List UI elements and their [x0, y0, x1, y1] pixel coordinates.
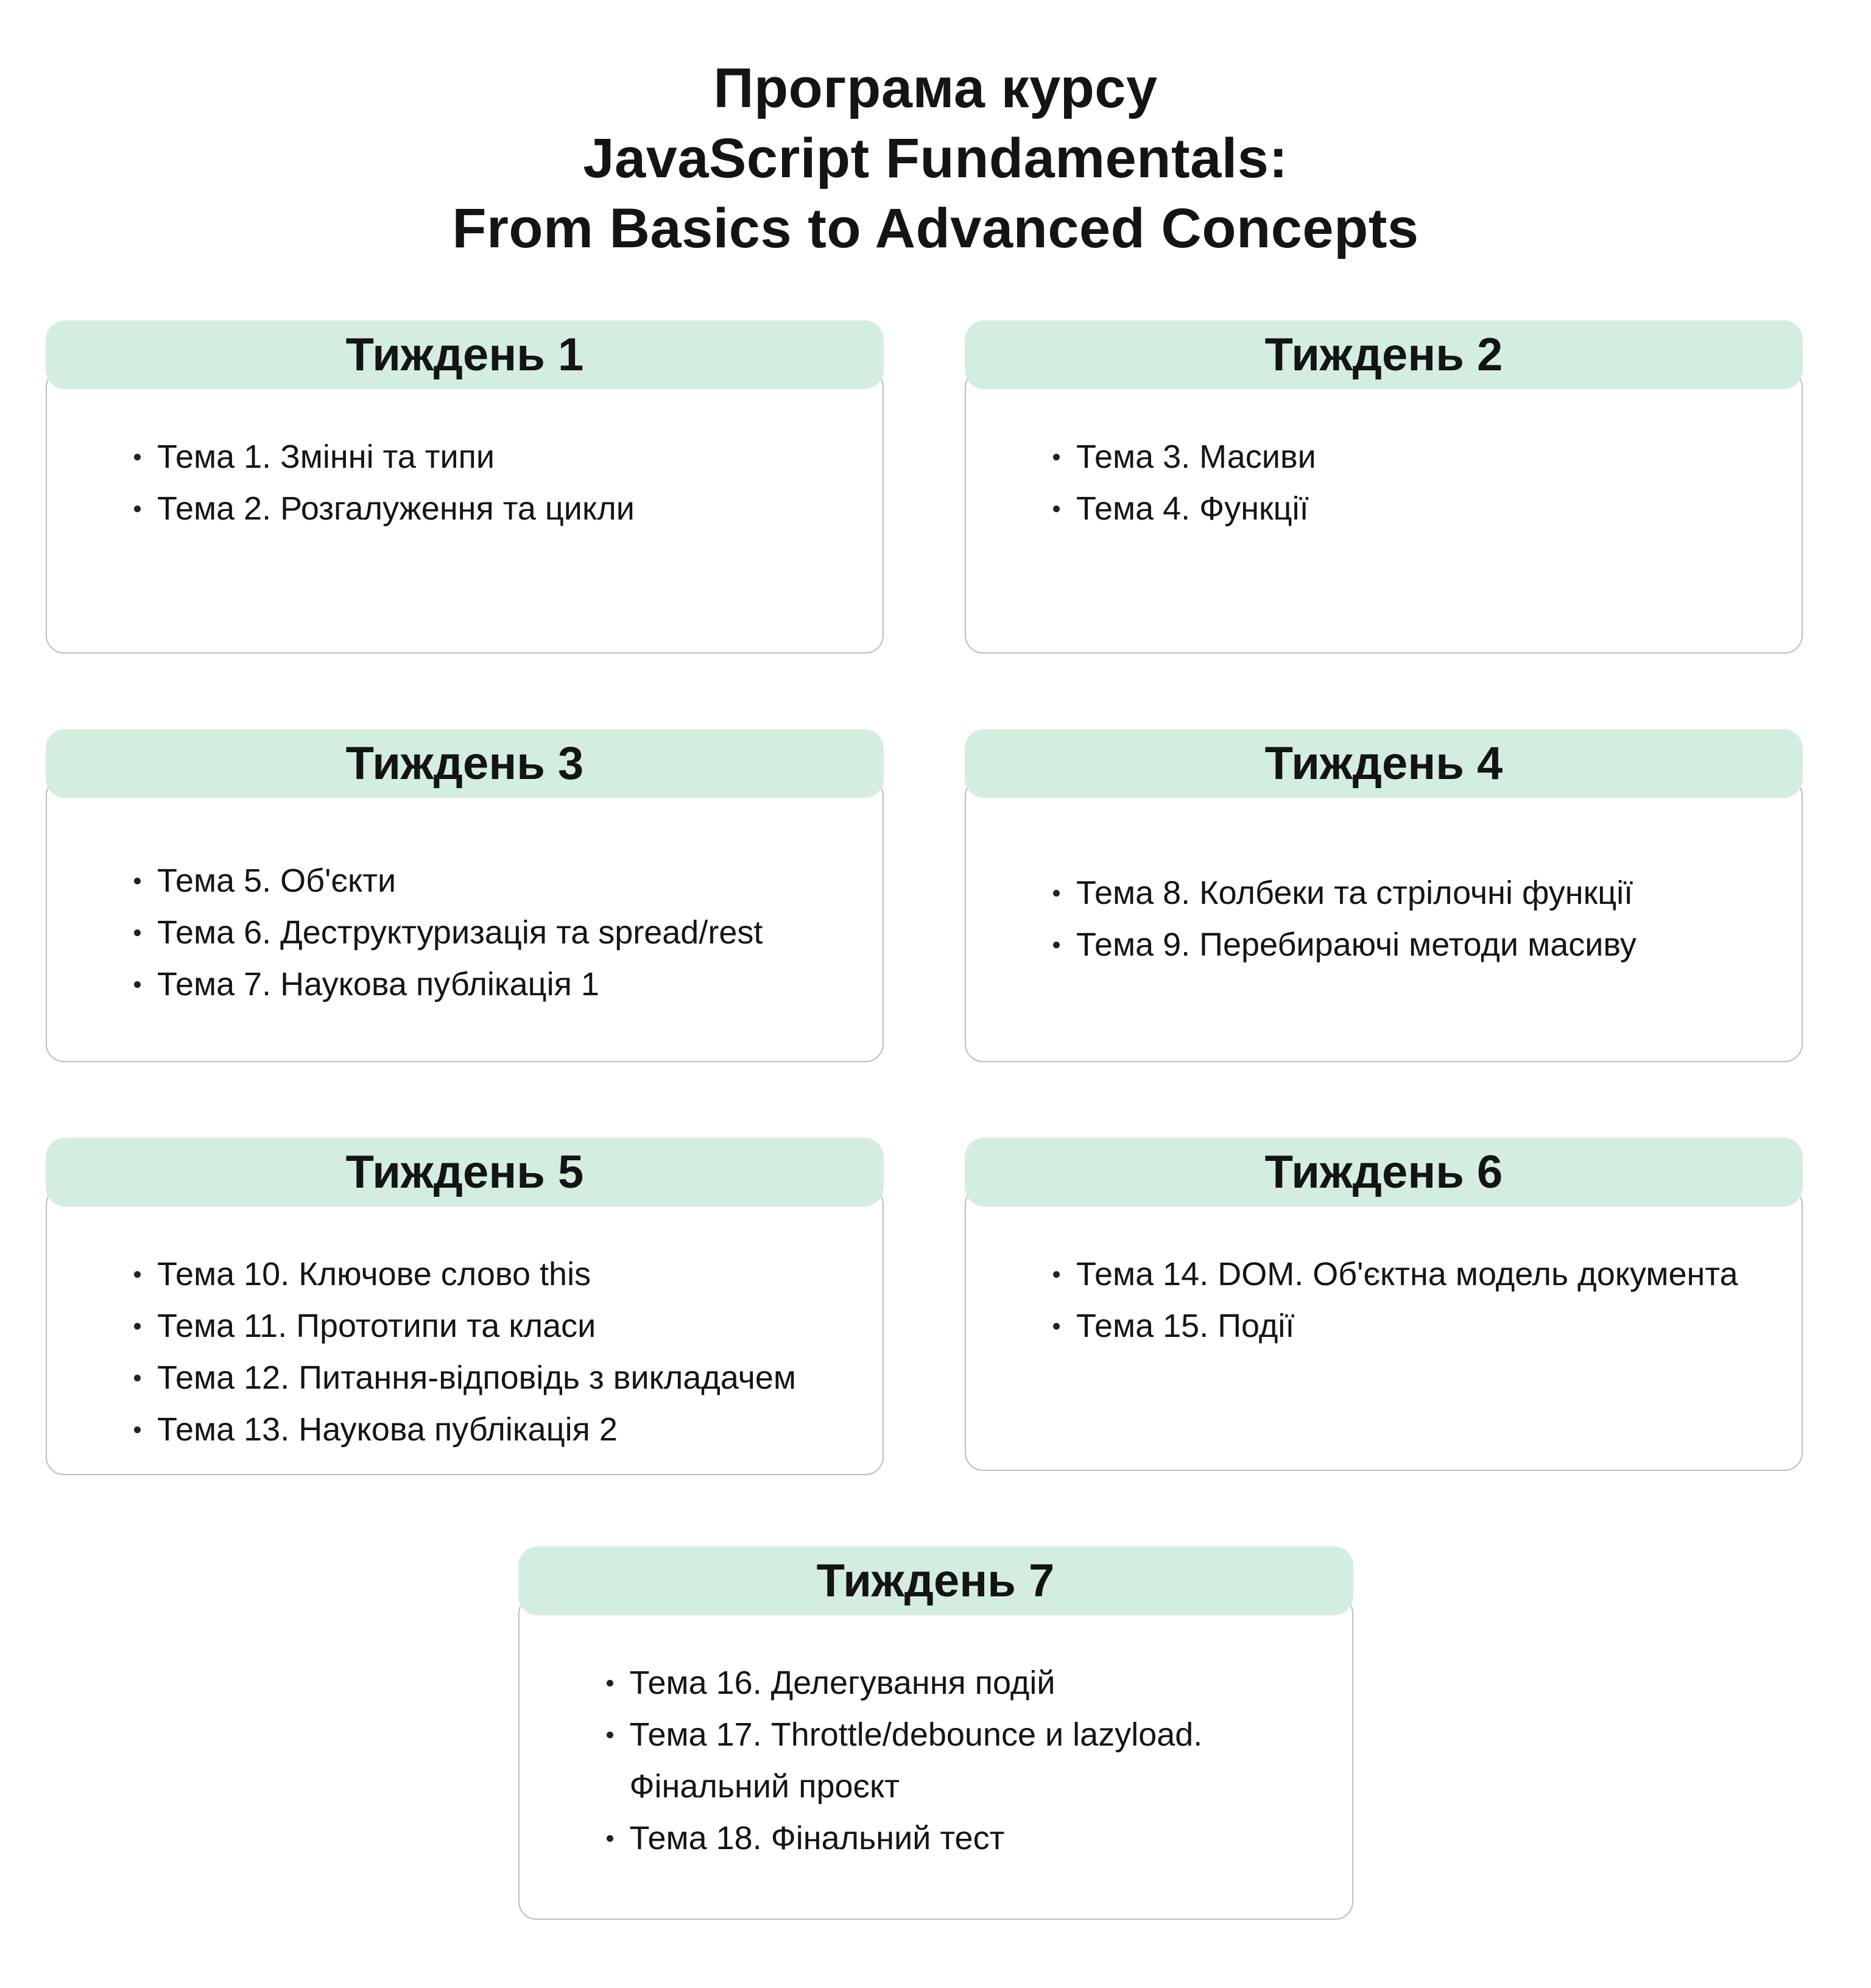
topic-item: Тема 17. Throttle/debounce и lazyload. Ф… — [606, 1709, 1314, 1813]
bullet-icon — [1053, 942, 1060, 948]
week-7-topics: Тема 16. Делегування подій Тема 17. Thro… — [606, 1657, 1314, 1864]
week-5-title: Тиждень 5 — [345, 1146, 584, 1198]
week-5-topics: Тема 10. Ключове слово this Тема 11. Про… — [134, 1249, 845, 1456]
topic-text: Тема 1. Змінні та типи — [157, 439, 495, 475]
page-title-line-2: JavaScript Fundamentals: — [583, 127, 1288, 189]
page-title: Програма курсу JavaScript Fundamentals: … — [0, 54, 1871, 264]
topic-item: Тема 2. Розгалуження та цикли — [134, 483, 845, 535]
weeks-grid: Тиждень 1 Тема 1. Змінні та типи Тема 2.… — [46, 320, 1803, 1475]
week-3-topics: Тема 5. Об'єкти Тема 6. Деструктуризація… — [134, 855, 845, 1010]
bullet-icon — [1053, 506, 1060, 512]
topic-text: Тема 2. Розгалуження та цикли — [157, 490, 635, 527]
topic-text: Тема 6. Деструктуризація та spread/rest — [157, 914, 763, 951]
week-4-title: Тиждень 4 — [1264, 738, 1503, 789]
week-7-title: Тиждень 7 — [816, 1555, 1055, 1607]
topic-text: Тема 14. DOM. Об'єктна модель документа — [1076, 1256, 1738, 1292]
week-6-header: Тиждень 6 — [965, 1138, 1803, 1207]
week-2-card: Тиждень 2 Тема 3. Масиви Тема 4. Функції — [965, 320, 1803, 654]
topic-item: Тема 9. Перебираючі методи масиву — [1053, 919, 1764, 971]
topic-item: Тема 6. Деструктуризація та spread/rest — [134, 907, 845, 959]
week-1-body: Тема 1. Змінні та типи Тема 2. Розгалуже… — [46, 369, 884, 654]
week-3-body: Тема 5. Об'єкти Тема 6. Деструктуризація… — [46, 778, 884, 1062]
topic-text: Тема 17. Throttle/debounce и lazyload. Ф… — [629, 1716, 1203, 1805]
bullet-icon — [134, 1426, 141, 1433]
bullet-icon — [134, 929, 141, 936]
bullet-icon — [606, 1680, 613, 1687]
bottom-row: Тиждень 7 Тема 16. Делегування подій Тем… — [0, 1546, 1871, 1920]
topic-item: Тема 16. Делегування подій — [606, 1657, 1314, 1709]
page-title-line-3: From Basics to Advanced Concepts — [452, 197, 1419, 259]
topic-item: Тема 14. DOM. Об'єктна модель документа — [1053, 1249, 1764, 1300]
week-2-title: Тиждень 2 — [1264, 329, 1503, 381]
bullet-icon — [134, 506, 141, 512]
bullet-icon — [1053, 890, 1060, 897]
topic-text: Тема 12. Питання-відповідь з викладачем — [157, 1359, 797, 1396]
topic-item: Тема 15. Події — [1053, 1300, 1764, 1352]
topic-text: Тема 3. Масиви — [1076, 439, 1316, 475]
bullet-icon — [134, 1323, 141, 1330]
week-2-body: Тема 3. Масиви Тема 4. Функції — [965, 369, 1803, 654]
week-3-card: Тиждень 3 Тема 5. Об'єкти Тема 6. Дестру… — [46, 729, 884, 1062]
week-1-title: Тиждень 1 — [345, 329, 584, 381]
topic-text: Тема 16. Делегування подій — [629, 1665, 1055, 1701]
bullet-icon — [134, 1271, 141, 1278]
bullet-icon — [1053, 454, 1060, 460]
week-3-header: Тиждень 3 — [46, 729, 884, 798]
topic-text: Тема 4. Функції — [1076, 490, 1309, 527]
week-6-title: Тиждень 6 — [1264, 1146, 1503, 1198]
week-4-body: Тема 8. Колбеки та стрілочні функції Тем… — [965, 778, 1803, 1062]
bullet-icon — [1053, 1323, 1060, 1330]
week-7-header: Тиждень 7 — [518, 1546, 1353, 1615]
topic-text: Тема 11. Прототипи та класи — [157, 1308, 596, 1344]
topic-item: Тема 8. Колбеки та стрілочні функції — [1053, 867, 1764, 919]
week-5-body: Тема 10. Ключове слово this Тема 11. Про… — [46, 1186, 884, 1475]
topic-item: Тема 7. Наукова публікація 1 — [134, 959, 845, 1010]
week-4-topics: Тема 8. Колбеки та стрілочні функції Тем… — [1053, 867, 1764, 971]
week-7-card: Тиждень 7 Тема 16. Делегування подій Тем… — [518, 1546, 1353, 1920]
topic-item: Тема 4. Функції — [1053, 483, 1764, 535]
bullet-icon — [606, 1732, 613, 1738]
week-1-topics: Тема 1. Змінні та типи Тема 2. Розгалуже… — [134, 431, 845, 535]
week-1-card: Тиждень 1 Тема 1. Змінні та типи Тема 2.… — [46, 320, 884, 654]
week-4-card: Тиждень 4 Тема 8. Колбеки та стрілочні ф… — [965, 729, 1803, 1062]
week-2-topics: Тема 3. Масиви Тема 4. Функції — [1053, 431, 1764, 535]
week-6-card: Тиждень 6 Тема 14. DOM. Об'єктна модель … — [965, 1138, 1803, 1471]
topic-item: Тема 12. Питання-відповідь з викладачем — [134, 1352, 845, 1404]
week-1-header: Тиждень 1 — [46, 320, 884, 389]
week-3-title: Тиждень 3 — [345, 738, 584, 789]
topic-item: Тема 10. Ключове слово this — [134, 1249, 845, 1300]
page-title-line-1: Програма курсу — [713, 57, 1158, 119]
bullet-icon — [606, 1835, 613, 1842]
topic-text: Тема 8. Колбеки та стрілочні функції — [1076, 875, 1633, 911]
bullet-icon — [1053, 1271, 1060, 1278]
week-5-header: Тиждень 5 — [46, 1138, 884, 1207]
topic-item: Тема 18. Фінальний тест — [606, 1813, 1314, 1864]
topic-item: Тема 13. Наукова публікація 2 — [134, 1404, 845, 1456]
week-7-body: Тема 16. Делегування подій Тема 17. Thro… — [518, 1595, 1353, 1920]
week-6-body: Тема 14. DOM. Об'єктна модель документа … — [965, 1186, 1803, 1471]
bullet-icon — [134, 981, 141, 988]
topic-text: Тема 10. Ключове слово this — [157, 1256, 591, 1292]
topic-item: Тема 1. Змінні та типи — [134, 431, 845, 483]
topic-text: Тема 13. Наукова публікація 2 — [157, 1411, 618, 1448]
topic-text: Тема 9. Перебираючі методи масиву — [1076, 926, 1637, 963]
bullet-icon — [134, 1375, 141, 1381]
topic-text: Тема 18. Фінальний тест — [629, 1820, 1005, 1856]
topic-item: Тема 5. Об'єкти — [134, 855, 845, 907]
week-6-topics: Тема 14. DOM. Об'єктна модель документа … — [1053, 1249, 1764, 1352]
topic-item: Тема 3. Масиви — [1053, 431, 1764, 483]
bullet-icon — [134, 878, 141, 884]
week-5-card: Тиждень 5 Тема 10. Ключове слово this Те… — [46, 1138, 884, 1475]
week-2-header: Тиждень 2 — [965, 320, 1803, 389]
topic-text: Тема 15. Події — [1076, 1308, 1295, 1344]
topic-text: Тема 7. Наукова публікація 1 — [157, 966, 599, 1003]
topic-item: Тема 11. Прототипи та класи — [134, 1300, 845, 1352]
week-4-header: Тиждень 4 — [965, 729, 1803, 798]
topic-text: Тема 5. Об'єкти — [157, 862, 396, 899]
bullet-icon — [134, 454, 141, 460]
